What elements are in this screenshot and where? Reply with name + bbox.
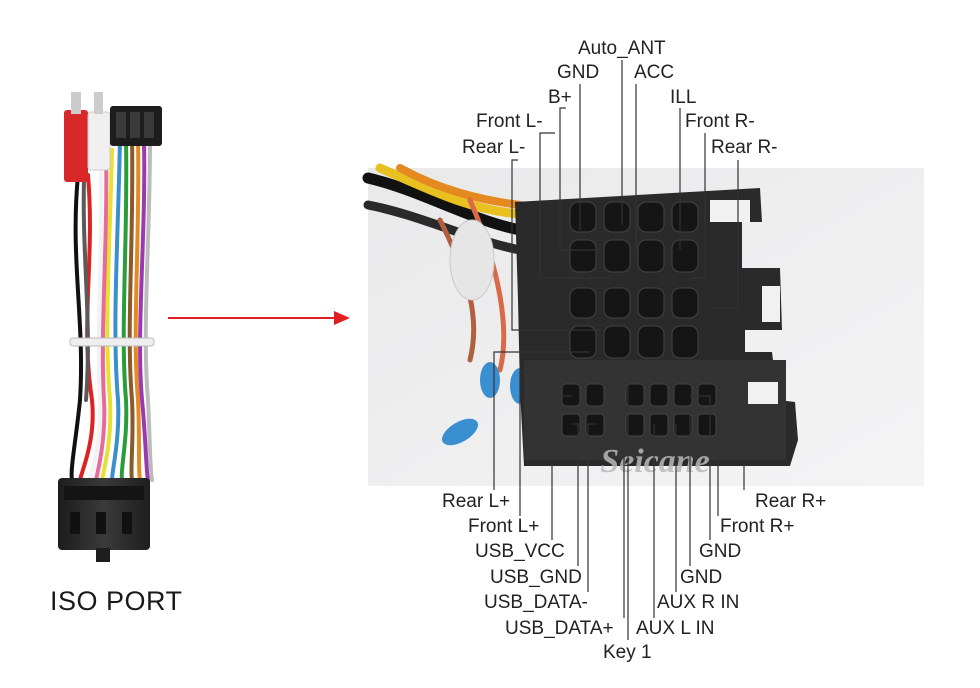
leader-rear-l-plus [493,351,590,490]
leader-lines [493,60,745,640]
leader-usb-vcc [551,395,572,540]
label-front-l-plus: Front L+ [468,516,540,537]
label-rear-r-plus: Rear R+ [755,491,827,512]
leader-front-r-plus [690,373,719,516]
label-rear-r-minus: Rear R- [711,137,778,158]
leader-usb-data-minus [587,423,596,592]
leader-rear-r-plus [710,365,745,490]
cable-tie [69,337,155,347]
label-rear-l-minus: Rear L- [462,137,526,158]
label-front-r-minus: Front R- [685,111,755,132]
label-rear-l-plus: Rear L+ [442,491,511,512]
label-auto-ant: Auto_ANT [578,38,666,59]
iso-port-caption: ISO PORT [50,586,183,616]
rca-plug-red [64,92,88,182]
connector-photo: Seicane [362,163,924,486]
label-b-plus: B+ [548,87,572,108]
leader-front-r-minus [690,133,706,279]
label-usb-data-plus: USB_DATA+ [505,618,614,639]
label-usb-gnd: USB_GND [490,567,582,588]
label-aux-r-in: AUX R IN [657,592,740,613]
connector-cavities [561,201,717,437]
label-aux-l-in: AUX L IN [636,618,715,639]
label-gnd-b1: GND [699,541,742,562]
wire-bundle [69,138,154,482]
leader-usb-data-plus [623,409,636,618]
iso-connector-body [515,188,798,466]
label-usb-data-minus: USB_DATA- [484,592,588,613]
label-gnd-top: GND [557,62,600,83]
label-usb-vcc: USB_VCC [475,541,565,562]
label-ill: ILL [670,87,697,108]
label-gnd-b2: GND [680,567,723,588]
pointer-arrow [168,311,350,325]
label-front-l-minus: Front L- [476,111,543,132]
iso-harness-illustration [58,92,162,562]
label-key-1: Key 1 [603,642,652,663]
harness-top-connector [110,106,162,146]
label-front-r-plus: Front R+ [720,516,795,537]
harness-iso-plug [58,478,150,562]
leader-rear-l-minus [511,159,600,331]
cable-sleeve [449,219,495,301]
leader-usb-gnd [572,423,579,566]
leader-gnd-b1 [690,395,711,540]
rca-plug-white [87,92,111,171]
label-acc: ACC [634,62,675,83]
leader-b-plus [559,107,600,251]
leader-front-l-plus [519,371,600,516]
leader-front-l-minus [539,132,610,279]
watermark-text: Seicane [600,443,710,480]
leader-rear-r-minus [710,160,739,309]
